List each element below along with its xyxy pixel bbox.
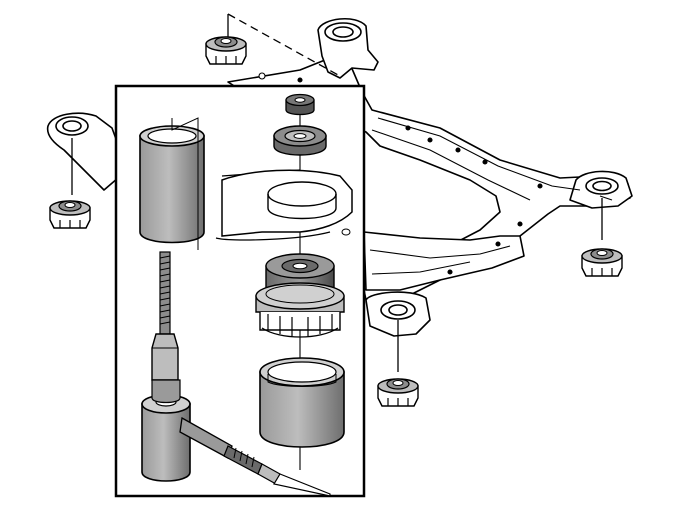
mount-leader-lines [71, 13, 603, 372]
subframe-lower-rail [363, 231, 525, 291]
tool-sleeve [139, 125, 205, 244]
bushing-mount-top [205, 36, 247, 65]
rubber-bushing [255, 253, 345, 338]
bushing-mount-bottom [377, 378, 419, 407]
thrust-washer [273, 125, 327, 156]
handle-bar [179, 416, 331, 497]
receiver-cup [259, 357, 345, 448]
detail-inset [114, 84, 366, 498]
small-nut [285, 93, 315, 116]
bushing-mount-left [49, 200, 91, 229]
subframe [46, 18, 633, 337]
subframe-details [258, 72, 613, 275]
t-handle-body [141, 379, 191, 482]
subframe-mount-section [221, 169, 353, 237]
bushing-mount-right [581, 248, 623, 277]
